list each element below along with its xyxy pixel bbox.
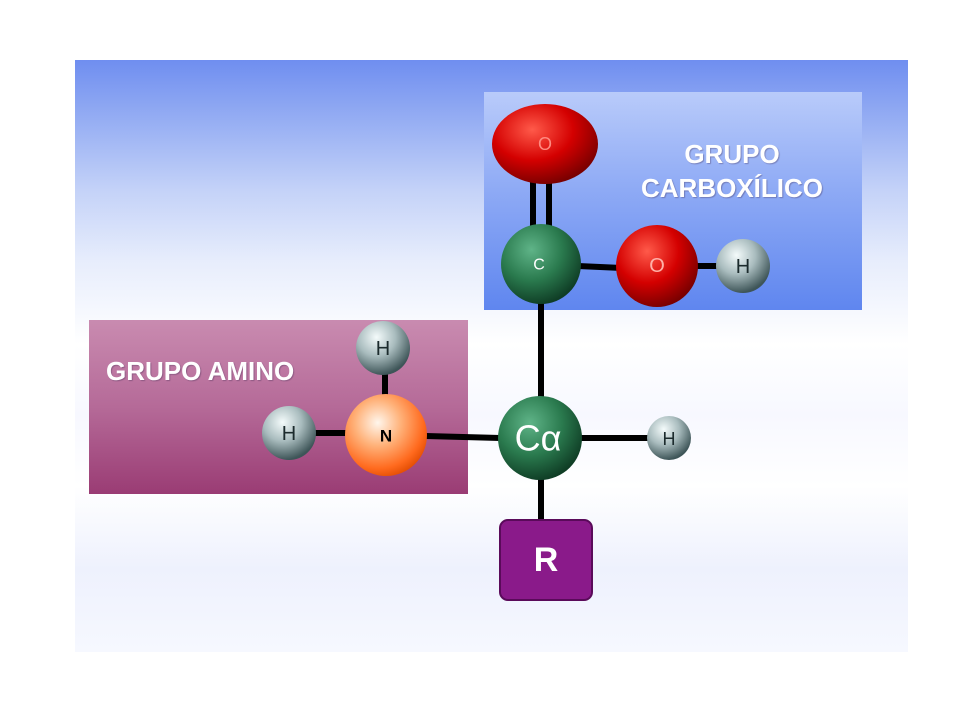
hydrogen-atom-hydroxyl: H: [716, 239, 770, 293]
svg-text:O: O: [538, 134, 552, 154]
oxygen-atom-hydroxyl: O: [616, 225, 698, 307]
alpha-carbon-atom: Cα: [498, 396, 582, 480]
svg-text:N: N: [380, 427, 392, 446]
bond-calpha-n: [425, 433, 501, 441]
nitrogen-atom: N: [345, 394, 427, 476]
svg-text:H: H: [282, 423, 296, 445]
svg-text:O: O: [649, 255, 665, 277]
hydrogen-atom-amino-top: H: [356, 321, 410, 375]
carboxyl-group-label: GRUPO CARBOXÍLICO: [600, 137, 864, 205]
carboxyl-label-line1: GRUPO: [684, 139, 780, 169]
carboxyl-label-line2: CARBOXÍLICO: [641, 173, 823, 203]
carbon-atom-carboxyl: C: [501, 224, 581, 304]
hydrogen-atom-alpha: H: [647, 416, 691, 460]
r-group: R: [499, 519, 593, 601]
svg-text:H: H: [663, 429, 676, 449]
hydrogen-atom-amino-left: H: [262, 406, 316, 460]
svg-text:H: H: [376, 338, 390, 360]
svg-text:Cα: Cα: [515, 418, 562, 459]
svg-text:R: R: [534, 541, 559, 579]
svg-text:H: H: [736, 256, 750, 278]
bond-c-oh: [577, 263, 623, 271]
oxygen-atom-double: O: [492, 104, 598, 184]
svg-text:C: C: [533, 257, 545, 274]
amino-group-label: GRUPO AMINO: [106, 356, 295, 386]
